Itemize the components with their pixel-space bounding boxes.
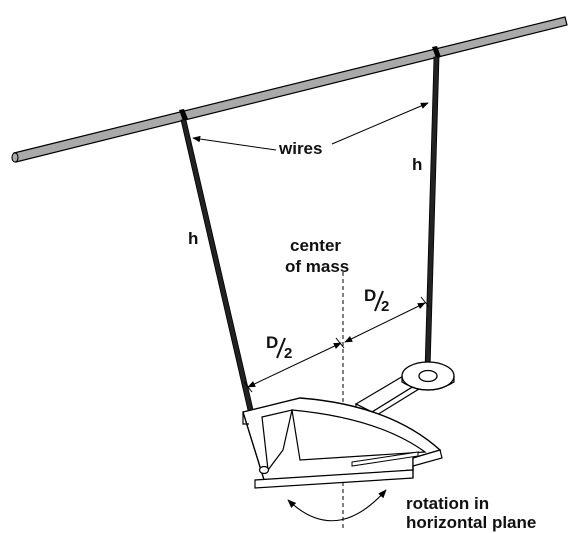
svg-text:D: D xyxy=(266,333,278,352)
d-half-dimension-left xyxy=(243,337,345,393)
label-rotation-2: horizontal plane xyxy=(406,513,536,532)
support-rod xyxy=(11,16,568,163)
d-half-dimension-right xyxy=(344,296,430,343)
svg-text:2: 2 xyxy=(284,345,292,362)
wires-arrow-left xyxy=(192,135,277,151)
right-wire-clamp xyxy=(432,46,441,58)
label-d-half-left: D 2 xyxy=(266,333,292,362)
rotation-arrow xyxy=(287,489,387,522)
left-wire-clamp xyxy=(179,109,188,121)
right-wire xyxy=(424,56,440,371)
label-d-half-right: D 2 xyxy=(364,286,389,315)
label-center-of-mass-1: center xyxy=(290,236,341,255)
label-h-right: h xyxy=(412,155,422,174)
wires-arrow-right xyxy=(331,102,429,145)
label-wires: wires xyxy=(278,139,322,158)
label-rotation-1: rotation in xyxy=(406,494,489,513)
label-h-left: h xyxy=(188,229,198,248)
pendulum-plate xyxy=(242,361,455,489)
svg-text:2: 2 xyxy=(381,298,389,315)
svg-text:D: D xyxy=(364,286,376,305)
label-center-of-mass-2: of mass xyxy=(285,257,349,276)
